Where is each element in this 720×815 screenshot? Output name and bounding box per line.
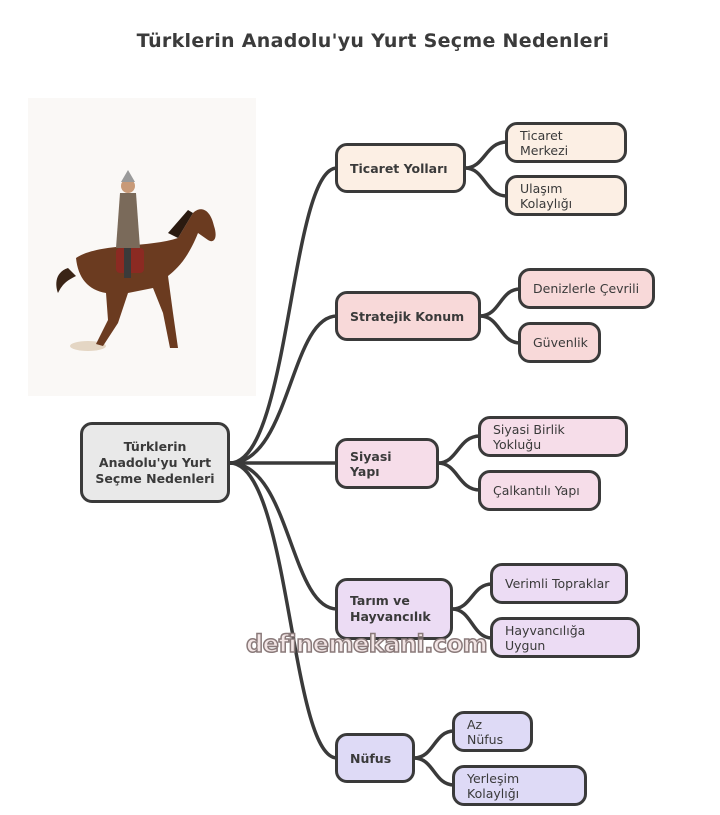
branch-stratejik-konum[interactable]: Stratejik Konum xyxy=(335,291,481,341)
connector-root-branch4 xyxy=(228,461,339,611)
branch-tarim-hayvancilik[interactable]: Tarım ve Hayvancılık xyxy=(335,578,453,640)
watermark: definemekani.com xyxy=(245,629,488,659)
branch-ticaret-yollari[interactable]: Ticaret Yolları xyxy=(335,143,466,193)
leaf-hayvanciliga-uygun[interactable]: Hayvancılığa Uygun xyxy=(490,617,640,658)
connector-root-branch2 xyxy=(228,314,339,465)
leaf-guvenlik[interactable]: Güvenlik xyxy=(518,322,601,363)
branch-siyasi-yapi[interactable]: Siyasi Yapı xyxy=(335,438,439,489)
leaf-ulasim-kolayligi[interactable]: Ulaşım Kolaylığı xyxy=(505,175,627,216)
root-node[interactable]: Türklerin Anadolu'yu Yurt Seçme Nedenler… xyxy=(80,422,230,503)
connector-root-branch1 xyxy=(228,166,339,465)
branch-nufus[interactable]: Nüfus xyxy=(335,733,415,783)
leaf-denizlerle-cevrili[interactable]: Denizlerle Çevrili xyxy=(518,268,655,309)
leaf-siyasi-birlik-yoklugu[interactable]: Siyasi Birlik Yokluğu xyxy=(478,416,628,457)
leaf-yerlesim-kolayligi[interactable]: Yerleşim Kolaylığı xyxy=(452,765,587,806)
leaf-verimli-topraklar[interactable]: Verimli Topraklar xyxy=(490,563,628,604)
diagram-title: Türklerin Anadolu'yu Yurt Seçme Nedenler… xyxy=(136,30,610,52)
leaf-az-nufus[interactable]: Az Nüfus xyxy=(452,711,533,752)
horse-rider-illustration xyxy=(28,98,256,396)
leaf-calkantili-yapi[interactable]: Çalkantılı Yapı xyxy=(478,470,601,511)
connector-root-branch5 xyxy=(228,461,339,760)
leaf-ticaret-merkezi[interactable]: Ticaret Merkezi xyxy=(505,122,627,163)
